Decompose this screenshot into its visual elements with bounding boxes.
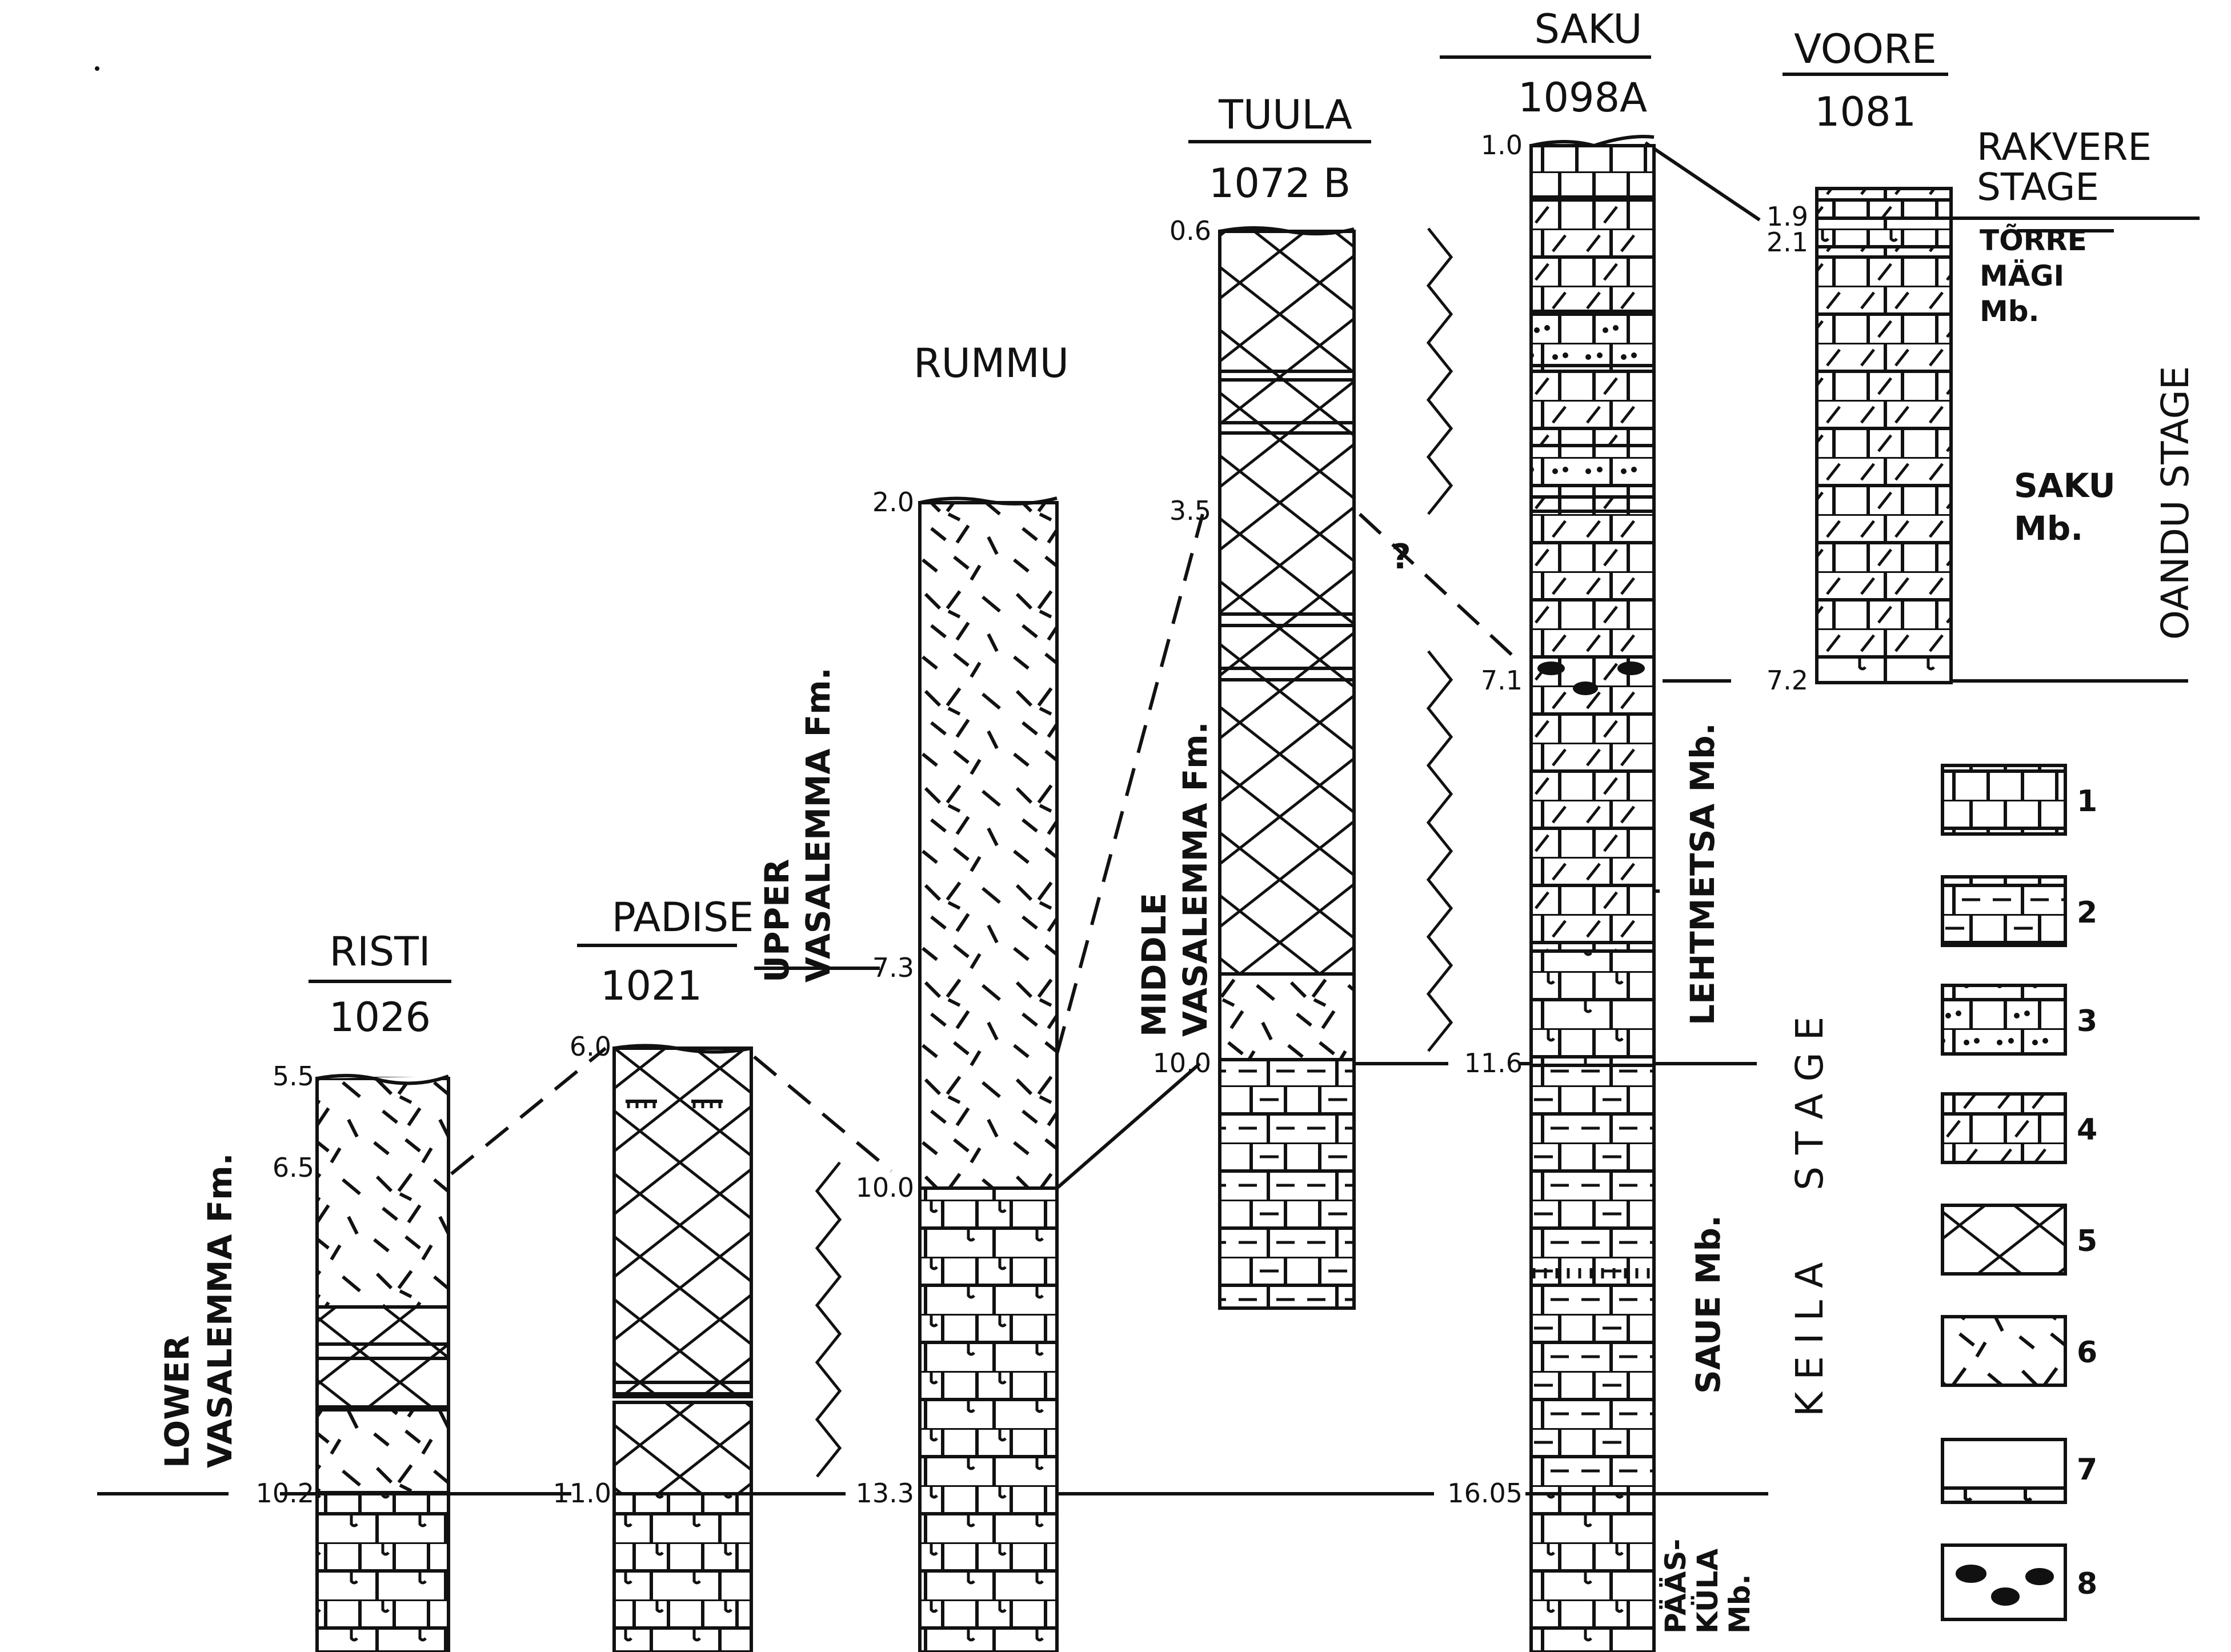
keila-stage-label: K E I L A S T A G E [1788,1017,1832,1417]
rummu-depth-3: 10.0 [856,1172,914,1203]
padise-name: PADISE [612,894,754,941]
saku-number: 1098A [1518,74,1647,121]
legend-number-5: 5 [2077,1224,2097,1258]
legend-number-6: 6 [2077,1336,2097,1370]
zigzag-lines [815,227,1453,1478]
paaskula-label-3: Mb. [1723,1574,1756,1634]
risti-depth-base: 10.2 [256,1478,314,1509]
torremagi-label-3: Mb. [1980,295,2040,328]
legend-swatch-6 [1941,1315,2067,1387]
rummu-depth-2: 7.3 [872,952,914,983]
legend-number-2: 2 [2077,896,2097,930]
legend-swatch-3 [1941,984,2067,1056]
legend-number-3: 3 [2077,1004,2097,1038]
section-voore [1815,187,1953,684]
tuula-depth-top: 0.6 [1169,215,1211,246]
saku-name: SAKU [1535,6,1643,53]
voore-number: 1081 [1815,89,1916,135]
risti-depth-top: 5.5 [273,1061,314,1092]
saue-label: SAUE Mb. [1689,1215,1728,1394]
legend-swatch-4 [1941,1092,2067,1164]
unit-labels: LOWER VASALEMMA Fm. UPPER VASALEMMA Fm. … [158,125,2197,1634]
section-rummu [918,496,1059,1652]
rummu-depth-base: 13.3 [856,1478,914,1509]
voore-depth-2: 2.1 [1767,227,1808,258]
lehtmetsa-label: LEHTMETSA Mb. [1683,723,1722,1025]
saku-depth-3: 11.6 [1464,1048,1523,1078]
rummu-name: RUMMU [914,340,1069,387]
torremagi-label-1: TÕRRE [1980,223,2087,257]
padise-depth-base: 11.0 [553,1478,611,1509]
saku-depth-top: 1.0 [1481,130,1523,161]
legend-swatch-5 [1941,1204,2067,1276]
legend-swatch-7 [1941,1438,2067,1504]
padise-depth-top: 6.0 [570,1031,611,1062]
rakvere-label-1: RAKVERE [1977,125,2152,169]
depth-labels: 5.5 6.5 10.2 6.0 11.0 2.0 7.3 10.0 13.3 … [256,130,1808,1509]
speck [95,66,99,71]
torremagi-label-2: MÄGI [1980,259,2064,292]
rummu-depth-top: 2.0 [872,487,914,518]
legend [1941,764,2067,1621]
upper-vasalemma-label-1: UPPER [758,859,796,983]
tuula-depth-2: 3.5 [1169,495,1211,526]
section-padise [612,1044,753,1652]
section-headers: RISTI 1026 PADISE 1021 RUMMU TUULA 1072 … [309,6,1948,1041]
legend-number-8: 8 [2077,1567,2097,1601]
paaskula-label-1: PÄÄS- [1659,1539,1692,1634]
section-saku [1529,135,1656,1652]
question-mark: ? [1391,537,1411,577]
middle-vasalemma-label-2: VASALEMMA Fm. [1176,721,1215,1037]
saku-depth-base: 16.05 [1447,1478,1523,1509]
dashed-correlation-lines [450,512,1516,1176]
saku-mb-label-1: SAKU [2014,466,2116,505]
section-tuula [1218,226,1356,1310]
saku-depth-2: 7.1 [1481,665,1523,696]
middle-vasalemma-label-1: MIDDLE [1135,893,1173,1037]
risti-depth-mid: 6.5 [273,1152,314,1183]
upper-vasalemma-label-2: VASALEMMA Fm. [799,667,838,983]
legend-swatch-2 [1941,875,2067,947]
risti-name: RISTI [329,928,430,975]
risti-number: 1026 [329,994,431,1041]
paaskula-label-2: KÜLA [1691,1549,1724,1634]
legend-number-7: 7 [2077,1453,2097,1487]
tuula-number: 1072 B [1209,160,1351,207]
oandu-stage-label: OANDU STAGE [2153,366,2197,640]
legend-number-1: 1 [2077,784,2097,819]
voore-depth-top: 1.9 [1767,201,1808,232]
legend-swatch-1 [1941,764,2067,836]
section-risti [315,1073,450,1652]
tuula-depth-base: 10.0 [1153,1048,1211,1078]
rakvere-label-2: STAGE [1977,165,2099,209]
lower-vasalemma-label-1: LOWER [158,1336,197,1468]
tuula-name: TUULA [1218,91,1352,138]
voore-depth-base: 7.2 [1767,665,1808,696]
voore-name: VOORE [1794,26,1937,73]
legend-numbers: 1 2 3 4 5 6 7 8 [2077,784,2097,1601]
saku-mb-label-2: Mb. [2014,509,2083,548]
padise-number: 1021 [600,963,702,1009]
legend-number-4: 4 [2077,1113,2097,1147]
lower-vasalemma-label-2: VASALEMMA Fm. [201,1153,239,1468]
